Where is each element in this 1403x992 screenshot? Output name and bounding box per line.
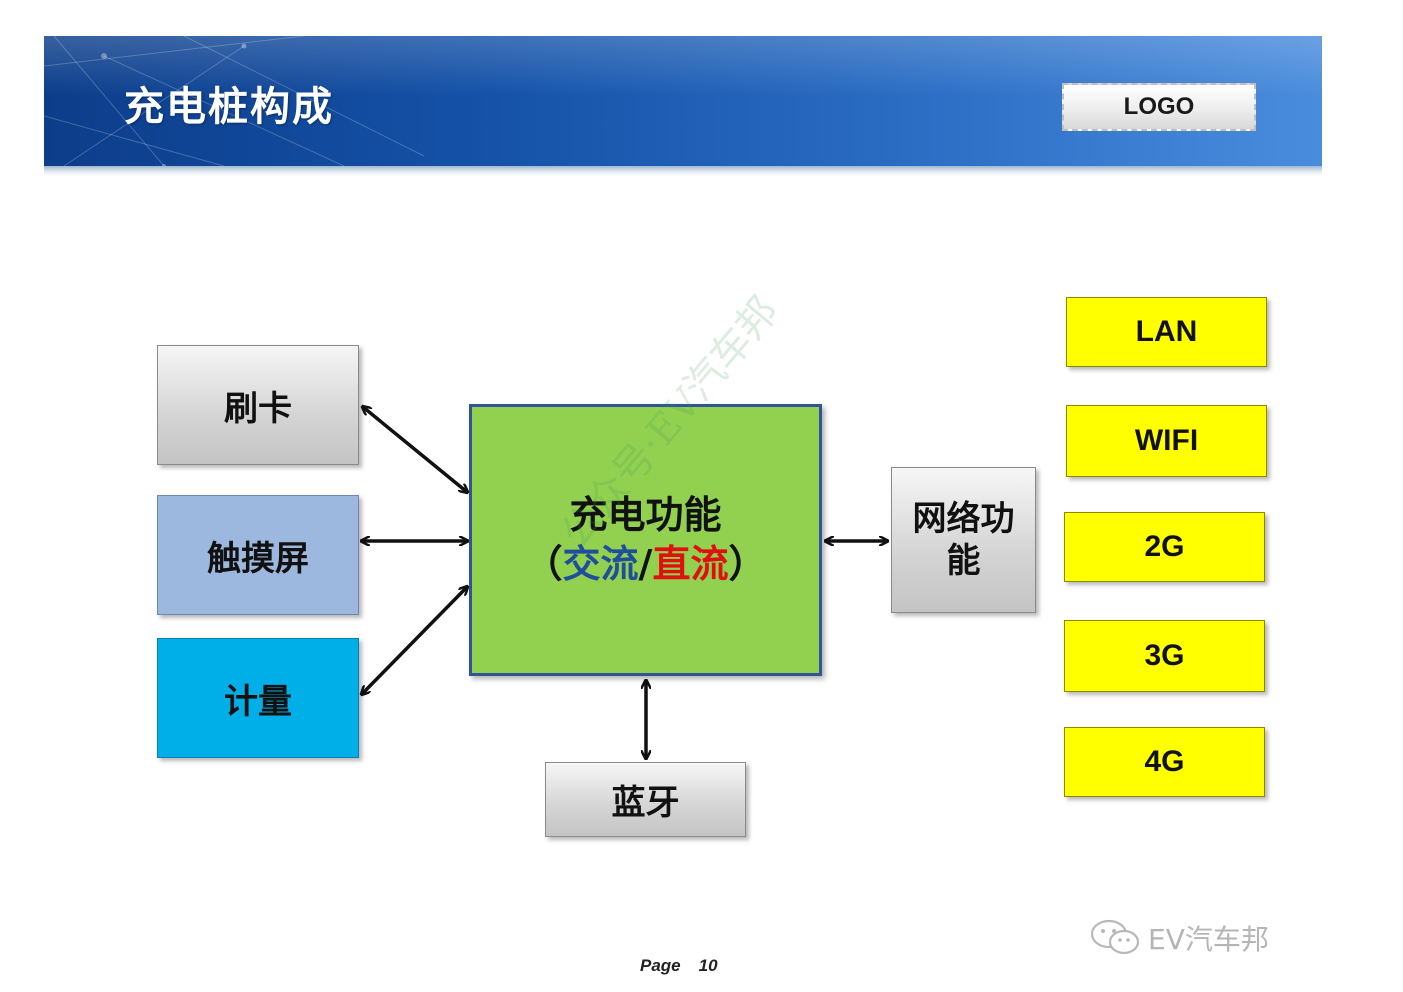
network-option-lan: LAN <box>1066 297 1267 367</box>
network-option-label: 2G <box>1144 530 1185 563</box>
network-option-3g: 3G <box>1064 620 1265 692</box>
ac-label: 交流 <box>562 542 639 586</box>
dc-label: 直流 <box>652 542 729 586</box>
network-function-box: 网络功能 <box>891 467 1036 613</box>
network-function-label: 网络功能 <box>912 498 1015 582</box>
metering-label: 计量 <box>224 681 292 722</box>
banner-underline <box>44 166 1322 176</box>
wechat-icon <box>1090 919 1140 955</box>
logo-placeholder: LOGO <box>1062 83 1256 131</box>
page-label: Page <box>640 956 681 975</box>
touchscreen-label: 触摸屏 <box>207 538 309 579</box>
connector-card-center <box>363 407 467 492</box>
card-swipe-label: 刷卡 <box>224 388 292 429</box>
banner-network-graphic <box>44 36 425 166</box>
network-option-label: 4G <box>1144 745 1185 778</box>
page-number: Page 10 <box>640 956 718 976</box>
page-title: 充电桩构成 <box>124 84 334 130</box>
close-paren: ） <box>728 542 767 586</box>
network-option-label: WIFI <box>1134 424 1199 457</box>
charging-function-title: 充电功能 <box>569 492 722 537</box>
bluetooth-label: 蓝牙 <box>611 783 680 823</box>
connector-meter-center <box>362 587 467 694</box>
page-number-value: 10 <box>698 956 718 975</box>
charging-function-box: 充电功能 （交流/直流） <box>469 404 822 676</box>
card-swipe-box: 刷卡 <box>157 345 359 465</box>
wechat-brand-mark: EV汽车邦 <box>1090 918 1269 958</box>
network-option-label: 3G <box>1144 639 1185 672</box>
charging-mode-line: （交流/直流） <box>525 540 767 589</box>
slash-separator: / <box>638 542 653 586</box>
brand-name: EV汽车邦 <box>1148 923 1269 956</box>
bluetooth-box: 蓝牙 <box>545 762 746 837</box>
open-paren: （ <box>524 542 563 586</box>
charging-function-content: 充电功能 （交流/直流） <box>525 491 767 590</box>
network-option-4g: 4G <box>1064 727 1265 797</box>
touchscreen-box: 触摸屏 <box>157 495 359 615</box>
network-option-2g: 2G <box>1064 512 1265 582</box>
metering-box: 计量 <box>157 638 359 758</box>
header-banner: 充电桩构成 LOGO <box>44 36 1322 166</box>
network-option-label: LAN <box>1135 315 1198 348</box>
network-option-wifi: WIFI <box>1066 405 1267 477</box>
